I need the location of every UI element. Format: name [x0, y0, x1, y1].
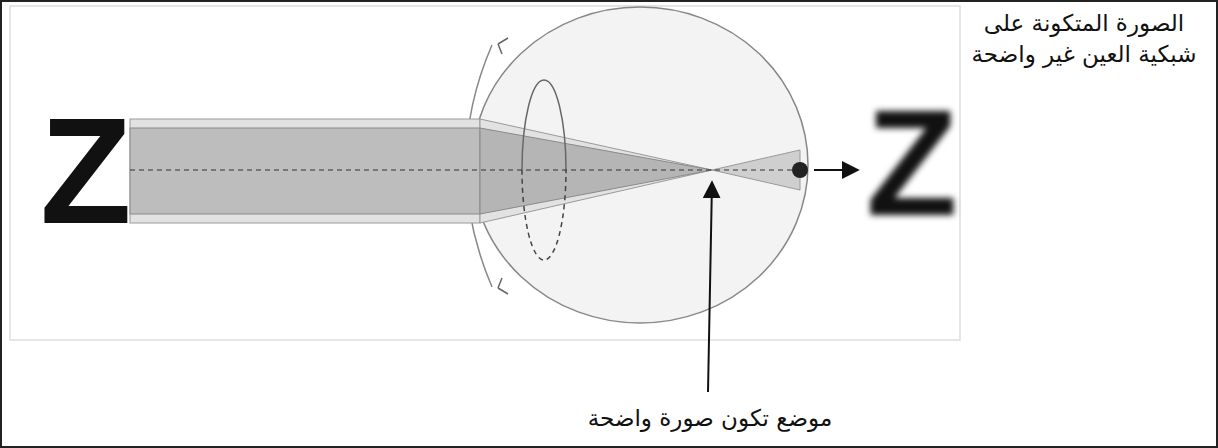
eyeball: [472, 7, 808, 323]
leader-arrow: [814, 169, 858, 171]
lens: [522, 170, 566, 260]
leader-arrow: [708, 182, 712, 392]
light-beam-inner: [130, 128, 480, 214]
retina-spot: [792, 162, 808, 178]
optical-axis: [130, 169, 800, 170]
eye-mark: [498, 278, 508, 294]
object-letter: Z: [40, 96, 140, 246]
light-beam-outer: [130, 119, 480, 223]
focus-point-label: موضع تكون صورة واضحة: [520, 404, 900, 434]
blurred-image-letter: Z: [866, 88, 962, 238]
inner-panel: [10, 6, 960, 340]
eye-mark: [498, 38, 508, 54]
light-cone-outer: [480, 119, 712, 223]
lens: [522, 80, 566, 170]
retina-label: الصورة المتكونة على شبكية العين غير واضح…: [966, 8, 1202, 70]
light-cone-inner: [480, 128, 712, 214]
